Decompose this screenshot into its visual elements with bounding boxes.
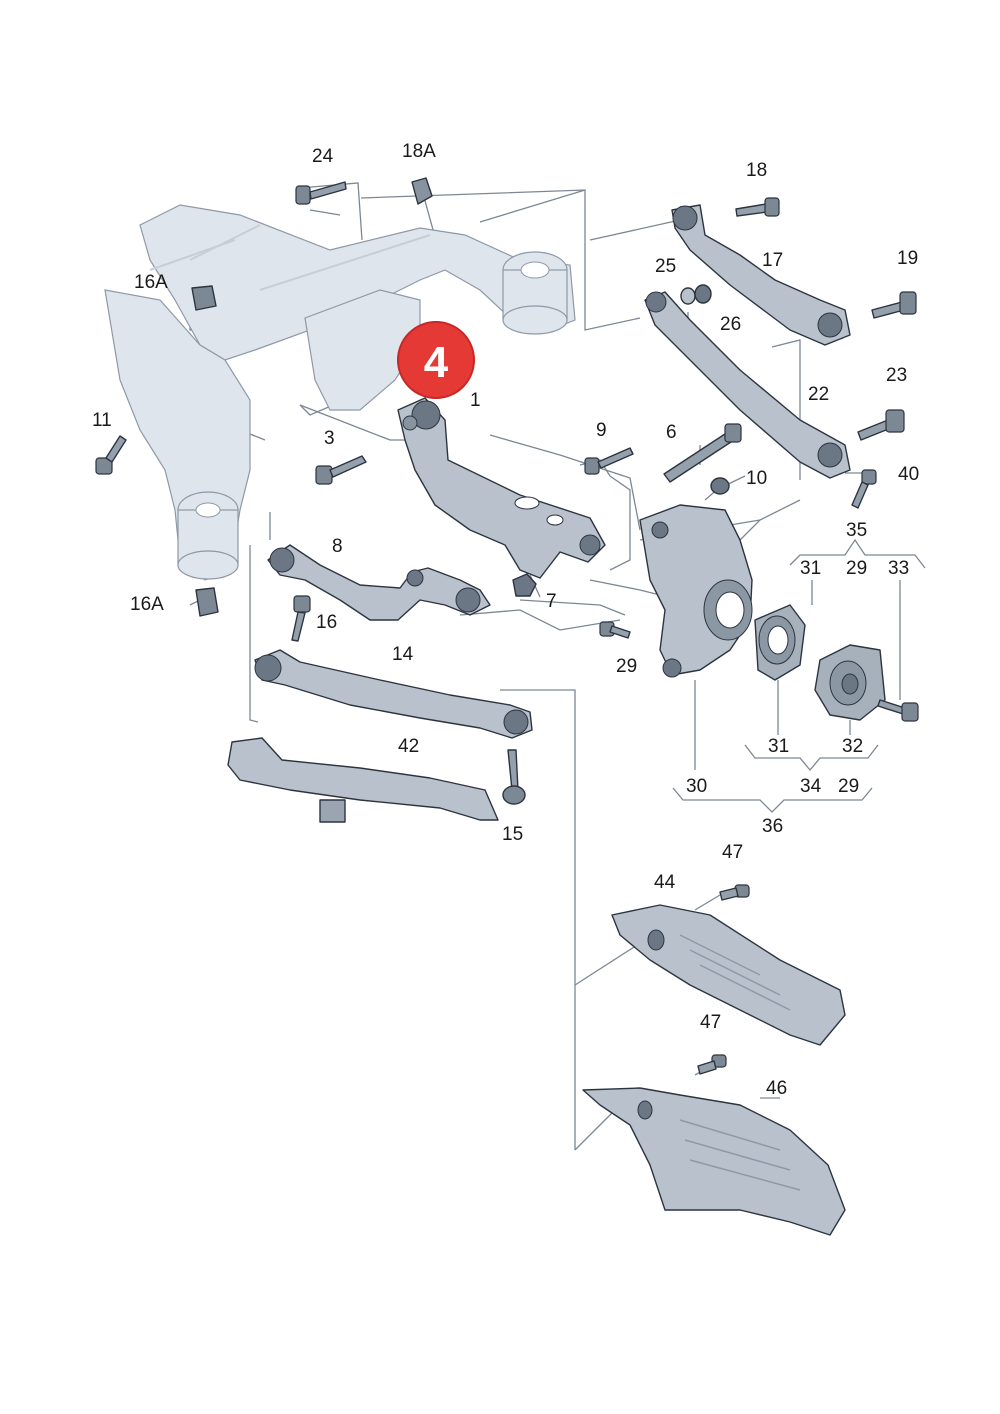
bolt-6 <box>663 423 742 483</box>
callout-34: 34 <box>800 776 822 797</box>
callout-47-bottom: 47 <box>700 1012 721 1033</box>
callout-16: 16 <box>316 612 337 633</box>
bolt-24 <box>295 181 347 205</box>
bolt-33 <box>877 699 919 722</box>
highlight-badge-4[interactable]: 4 <box>397 321 475 399</box>
callout-44: 44 <box>654 872 676 893</box>
callout-9: 9 <box>596 420 607 441</box>
bolt-40 <box>851 469 877 509</box>
bolt-11 <box>95 435 127 475</box>
arm-8 <box>267 544 491 621</box>
callout-29-bottom: 29 <box>838 776 859 797</box>
callout-labels: 24 18A 18 16A 17 19 25 26 11 3 1 9 6 10 … <box>92 141 919 1099</box>
upper-arm-17 <box>671 204 851 346</box>
callout-33: 33 <box>888 558 909 579</box>
nut-10 <box>710 477 730 495</box>
spring-link-42 <box>227 737 499 823</box>
callout-22: 22 <box>808 384 829 405</box>
callout-40: 40 <box>898 464 919 485</box>
subframe <box>104 204 576 581</box>
callout-46: 46 <box>766 1078 787 1099</box>
clip-47-top <box>719 884 750 901</box>
link-22 <box>644 291 851 479</box>
callout-10: 10 <box>746 468 767 489</box>
cover-46 <box>582 1087 846 1236</box>
knuckle-30 <box>639 504 753 678</box>
bolt-15 <box>502 749 526 805</box>
bolt-18 <box>735 197 780 217</box>
callout-6: 6 <box>666 422 677 443</box>
bearing-31 <box>754 604 806 681</box>
callout-26: 26 <box>720 314 741 335</box>
callout-24: 24 <box>312 146 334 167</box>
control-arm-1 <box>397 397 606 579</box>
callout-42: 42 <box>398 736 419 757</box>
callout-31-top: 31 <box>800 558 821 579</box>
link-14 <box>254 649 533 739</box>
callout-1: 1 <box>470 390 481 411</box>
callout-15: 15 <box>502 824 523 845</box>
callout-3: 3 <box>324 428 335 449</box>
callout-25: 25 <box>655 256 676 277</box>
callout-35: 35 <box>846 520 867 541</box>
bolt-3 <box>315 455 367 485</box>
callout-18: 18 <box>746 160 767 181</box>
callout-14: 14 <box>392 644 414 665</box>
bolt-19 <box>871 291 917 319</box>
callout-31-bottom: 31 <box>768 736 789 757</box>
callout-23: 23 <box>886 365 907 386</box>
callout-8: 8 <box>332 536 343 557</box>
callout-29-top: 29 <box>846 558 867 579</box>
nut-7 <box>512 573 537 597</box>
callout-30: 30 <box>686 776 707 797</box>
nut-26 <box>694 284 712 304</box>
highlight-label: 4 <box>424 338 449 387</box>
clip-47-bottom <box>697 1054 727 1075</box>
bolt-16 <box>291 595 311 642</box>
group-brackets <box>672 538 926 813</box>
bushing-16A-top <box>191 285 217 311</box>
bolt-23 <box>857 409 905 441</box>
bolt-9 <box>584 447 634 475</box>
callout-47-top: 47 <box>722 842 743 863</box>
callout-16A-bottom: 16A <box>130 594 164 615</box>
nut-18A <box>411 177 433 205</box>
parts <box>95 177 919 1236</box>
callout-32: 32 <box>842 736 863 757</box>
callout-19: 19 <box>897 248 918 269</box>
bolt-29-mid <box>599 621 631 639</box>
bushing-16A-bottom <box>195 587 219 617</box>
callout-11: 11 <box>92 410 112 431</box>
callout-18A: 18A <box>402 141 436 162</box>
callout-29-mid: 29 <box>616 656 637 677</box>
cover-44 <box>611 904 846 1046</box>
callout-16A-top: 16A <box>134 272 168 293</box>
callout-17: 17 <box>762 250 783 271</box>
callout-7: 7 <box>546 591 557 612</box>
callout-36: 36 <box>762 816 783 837</box>
hub-32 <box>814 644 886 721</box>
washer-25 <box>680 287 696 305</box>
